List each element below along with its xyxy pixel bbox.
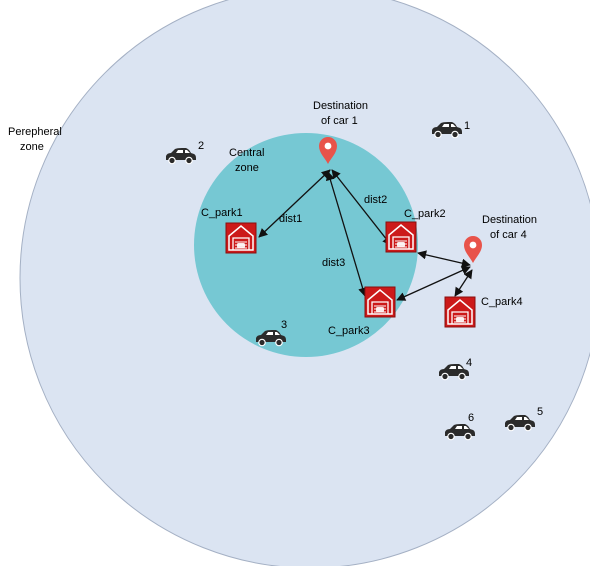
dist1-label: dist1 — [279, 213, 302, 225]
peripheral-zone-label-line2: zone — [20, 141, 44, 153]
c-park4-parking-garage-icon — [444, 296, 476, 328]
dist1-arrow — [258, 169, 331, 238]
destination-car4-label-line1: Destination — [482, 214, 537, 226]
central-zone-label-line2: zone — [235, 162, 259, 174]
destination-car4-label-line2: of car 4 — [490, 229, 527, 241]
destination-car1-label-line2: of car 1 — [321, 115, 358, 127]
dest4-park2-arrow — [417, 250, 471, 268]
car-3-number: 3 — [281, 319, 287, 331]
c-park3-parking-garage-icon — [364, 286, 396, 318]
peripheral-zone-label-line1: Perepheral — [8, 126, 62, 138]
central-zone-label-line1: Central — [229, 147, 264, 159]
dest4-park4-arrow — [454, 269, 473, 297]
dist3-arrow — [325, 171, 368, 297]
destination-car1-label-line1: Destination — [313, 100, 368, 112]
car-5-number: 5 — [537, 406, 543, 418]
c-park1-label: C_park1 — [201, 207, 243, 219]
car-6-number: 6 — [468, 412, 474, 424]
car-1-number: 1 — [464, 120, 470, 132]
distance-arrows — [258, 169, 473, 301]
car-4-number: 4 — [466, 357, 472, 369]
dist3-label: dist3 — [322, 257, 345, 269]
c-park2-parking-garage-icon — [385, 221, 417, 253]
dist2-label: dist2 — [364, 194, 387, 206]
c-park2-label: C_park2 — [404, 208, 446, 220]
c-park1-parking-garage-icon — [225, 222, 257, 254]
c-park4-label: C_park4 — [481, 296, 523, 308]
c-park3-label: C_park3 — [328, 325, 370, 337]
car-2-number: 2 — [198, 140, 204, 152]
